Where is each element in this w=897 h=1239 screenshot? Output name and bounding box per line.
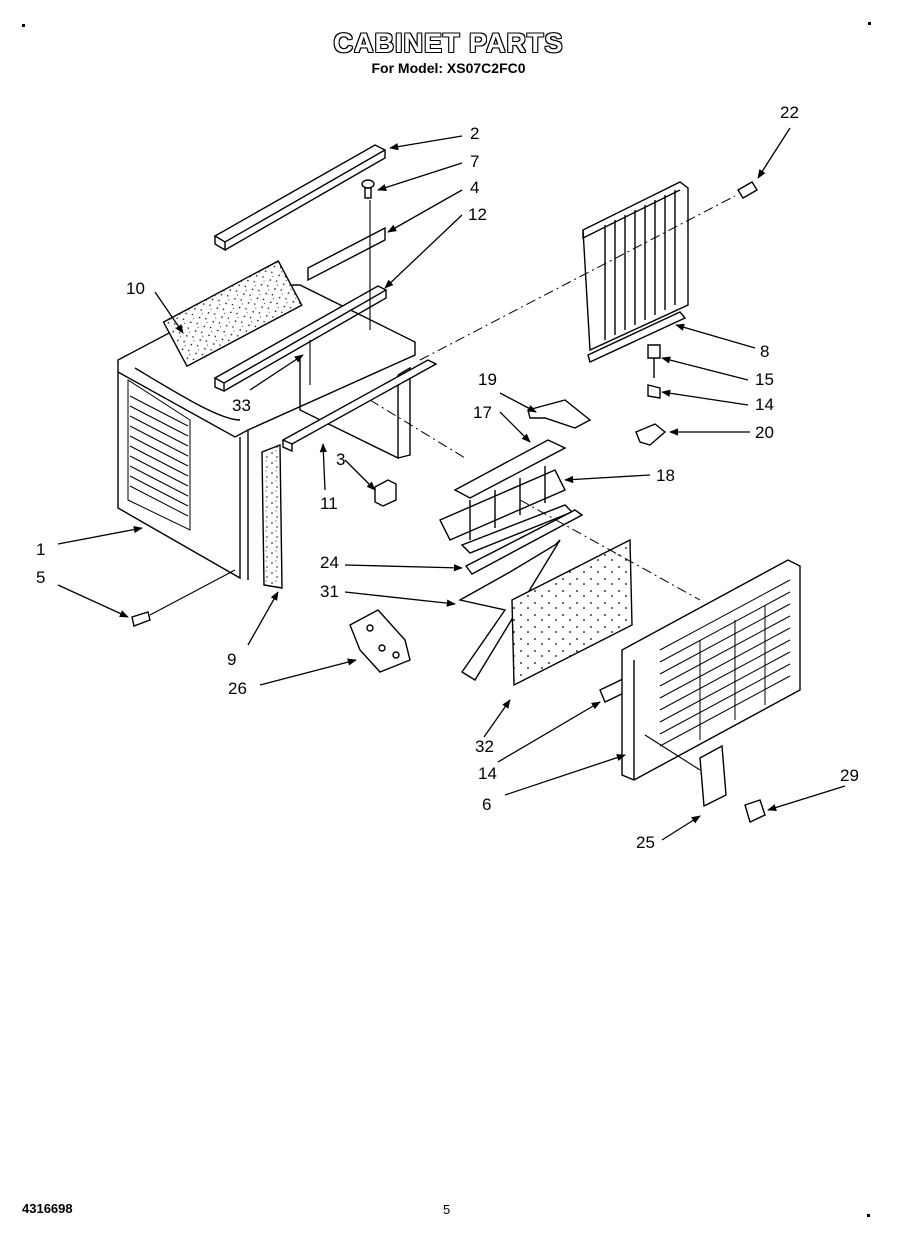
callout-19: 19 <box>478 370 497 389</box>
rail-part-11 <box>281 359 438 453</box>
screw-part-22 <box>737 181 758 199</box>
page-title: CABINET PARTS <box>333 28 564 58</box>
rail-part-2 <box>213 144 387 252</box>
screw-part-5 <box>131 611 151 627</box>
callout-14: 14 <box>478 764 497 783</box>
bracket-part-26 <box>349 609 411 673</box>
callout-26: 26 <box>228 679 247 698</box>
callout-4: 4 <box>470 178 480 197</box>
knob-part-29 <box>744 799 766 823</box>
callout-16: 15 <box>755 370 774 389</box>
plate-part-4 <box>307 226 386 282</box>
clip-part-16 <box>647 344 661 378</box>
screw-part-7 <box>361 179 375 199</box>
callout-6: 6 <box>482 795 492 814</box>
callout-7: 7 <box>470 152 480 171</box>
callout-17: 17 <box>473 403 492 422</box>
rail-part-12 <box>213 285 388 393</box>
callout-18: 18 <box>656 466 675 485</box>
callout-22: 22 <box>780 103 799 122</box>
callout-15: 14 <box>755 395 774 414</box>
gasket-part-9 <box>261 443 283 589</box>
callout-24: 24 <box>320 553 339 572</box>
rail-part-24 <box>464 509 584 575</box>
bracket-part-15 <box>647 384 661 399</box>
callout-31: 32 <box>475 737 494 756</box>
corner-mark <box>22 24 25 27</box>
cabinet-shell <box>117 260 416 580</box>
callout-32: 31 <box>320 582 339 601</box>
page-number: 5 <box>443 1202 451 1217</box>
callout-10: 10 <box>126 279 145 298</box>
corner-mark <box>868 22 871 25</box>
frame-assembly-part-18 <box>439 439 574 554</box>
callout-20: 20 <box>755 423 774 442</box>
cover-part-25 <box>699 744 727 808</box>
callout-33: 33 <box>232 396 251 415</box>
callout-11: 11 <box>320 494 338 513</box>
callout-8: 8 <box>760 342 770 361</box>
filter-part-31 <box>511 538 633 687</box>
callout-5: 5 <box>36 568 46 587</box>
support-part-19 <box>527 399 592 429</box>
latch-part-20 <box>635 423 667 446</box>
callout-3: 3 <box>336 450 346 469</box>
callout-29: 29 <box>840 766 859 785</box>
callout-1: 1 <box>36 540 46 559</box>
front-panel-part-6 <box>621 559 801 781</box>
corner-mark <box>867 1214 870 1217</box>
callout-2: 2 <box>470 124 480 143</box>
callout-12: 12 <box>468 205 487 224</box>
callout-25: 25 <box>636 833 655 852</box>
document-number: 4316698 <box>22 1201 73 1216</box>
model-subtitle: For Model: XS07C2FC0 <box>371 60 526 76</box>
callout-9: 9 <box>227 650 237 669</box>
bracket-part-3 <box>374 479 397 507</box>
side-curtain-part-8 <box>582 181 689 363</box>
